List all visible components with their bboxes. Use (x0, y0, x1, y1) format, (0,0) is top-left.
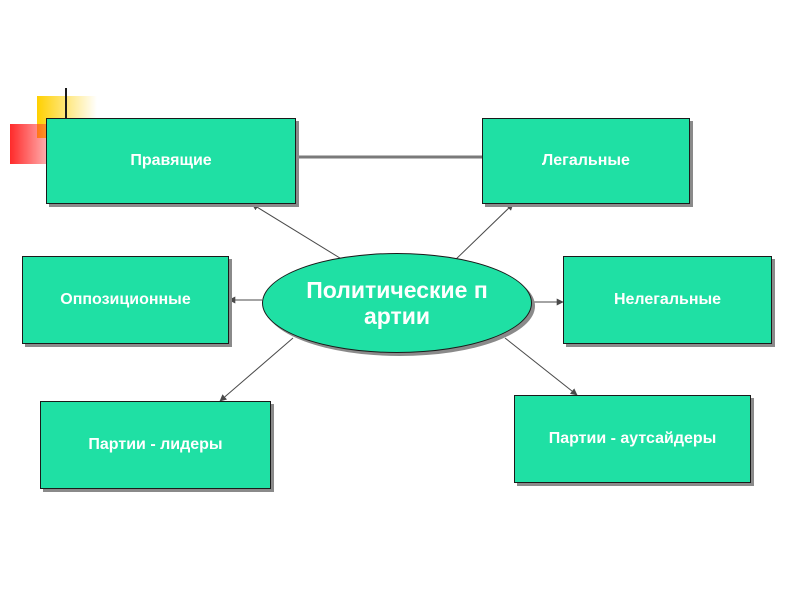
node-outsiders-label: Партии - аутсайдеры (548, 430, 717, 448)
node-illegal: Нелегальные (563, 256, 772, 344)
node-ruling-label: Правящие (130, 152, 212, 170)
edge-to-outsiders (504, 337, 578, 396)
node-opposition: Оппозиционные (22, 256, 229, 344)
node-leaders: Партии - лидеры (40, 401, 271, 489)
node-outsiders: Партии - аутсайдеры (514, 395, 751, 483)
node-leaders-label: Партии - лидеры (88, 436, 223, 454)
edge-to-leaders (219, 337, 294, 402)
node-illegal-label: Нелегальные (613, 291, 722, 309)
node-legal-label: Легальные (542, 152, 630, 170)
node-ruling: Правящие (46, 118, 296, 204)
edge-to-ruling (251, 203, 349, 264)
edge-to-legal (451, 203, 514, 264)
center-ellipse: Политические партии (262, 253, 532, 353)
node-opposition-label: Оппозиционные (60, 291, 191, 309)
node-legal: Легальные (482, 118, 690, 204)
center-label: Политические партии (306, 276, 488, 329)
